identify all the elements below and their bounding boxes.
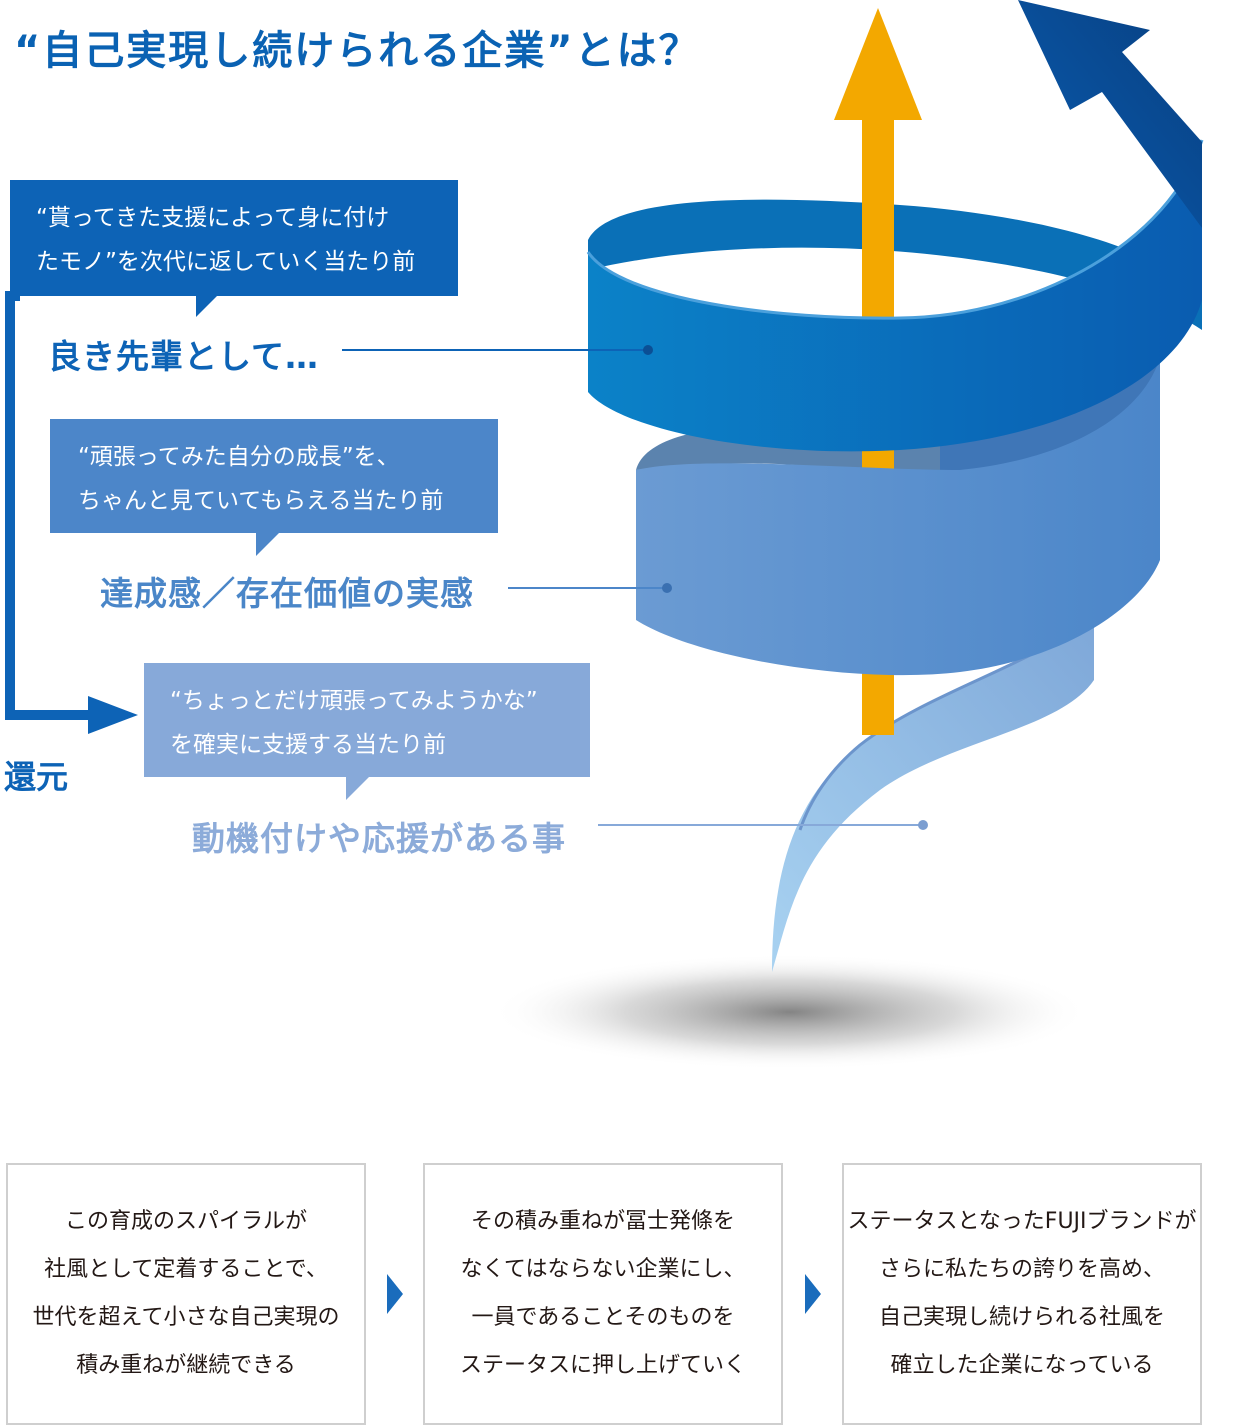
growth-arrow-head — [834, 8, 922, 120]
flow-box-line: その積み重ねが冨士発條を — [470, 1209, 735, 1234]
flow-box-line: 社風として定着することで、 — [44, 1257, 328, 1282]
lower-ribbon — [772, 612, 1094, 972]
next-arrow-icon — [805, 1274, 821, 1314]
stage-label-achievement: 達成感／存在価値の実感 — [100, 574, 474, 613]
return-label: 還元 — [4, 758, 69, 796]
quote-line: “頑張ってみた自分の成長”を、 — [78, 444, 400, 470]
flow-box-line: さらに私たちの誇りを高め、 — [878, 1257, 1165, 1282]
quote-line: ちゃんと見ていてもらえる当たり前 — [78, 488, 444, 514]
return-arrow-head — [88, 696, 138, 734]
leader-dot-1 — [643, 345, 653, 355]
flow-box-line: 確立した企業になっている — [890, 1353, 1154, 1378]
flow-box-line: この育成のスパイラルが — [64, 1209, 307, 1234]
bubble-tail — [196, 295, 218, 317]
quote-bubble-senior: “貰ってきた支援によって身に付け たモノ”を次代に返していく当たり前 — [10, 180, 458, 296]
bubble-tail — [346, 776, 370, 800]
stage-label-motivation: 動機付けや応援がある事 — [192, 819, 566, 858]
ground-shadow — [490, 954, 1090, 1070]
page-title: “自己実現し続けられる企業”とは？ — [14, 28, 701, 74]
top-band — [588, 140, 1202, 452]
stage-label-senior: 良き先輩として… — [48, 337, 320, 376]
flow-box-line: ステータスとなったFUJIブランドが — [847, 1209, 1197, 1234]
flow-box-line: 一員であることそのものを — [471, 1305, 735, 1330]
middle-band — [636, 358, 1160, 676]
quote-line: “ちょっとだけ頑張ってみようかな” — [170, 688, 538, 714]
flow-box-line: ステータスに押し上げていく — [459, 1353, 746, 1378]
flow-box-line: なくてはならない企業にし、 — [460, 1257, 746, 1282]
flow-box-1: この育成のスパイラルが 社風として定着することで、 世代を超えて小さな自己実現の… — [6, 1163, 366, 1425]
spiral-arrow-head — [1018, 0, 1202, 228]
flow-box-3: ステータスとなったFUJIブランドが さらに私たちの誇りを高め、 自己実現し続け… — [842, 1163, 1202, 1425]
quote-line: “貰ってきた支援によって身に付け — [36, 205, 390, 231]
return-arrow-line — [5, 291, 95, 720]
flow-box-line: 自己実現し続けられる社風を — [878, 1305, 1165, 1330]
flow-box-line: 世代を超えて小さな自己実現の — [32, 1305, 340, 1330]
top-band-interior — [588, 199, 1202, 330]
quote-bubble-growth: “頑張ってみた自分の成長”を、 ちゃんと見ていてもらえる当たり前 — [50, 419, 498, 533]
leader-dot-2 — [662, 583, 672, 593]
quote-bubble-motivation: “ちょっとだけ頑張ってみようかな” を確実に支援する当たり前 — [144, 663, 590, 777]
flow-box-line: 積み重ねが継続できる — [76, 1353, 296, 1378]
leader-dot-3 — [918, 820, 928, 830]
quote-line: を確実に支援する当たり前 — [170, 732, 446, 758]
quote-line: たモノ”を次代に返していく当たり前 — [36, 249, 416, 275]
top-band-edge — [586, 139, 1204, 320]
flow-box-2: その積み重ねが冨士発條を なくてはならない企業にし、 一員であることそのものを … — [423, 1163, 783, 1425]
next-arrow-icon — [387, 1274, 403, 1314]
bubble-tail — [256, 532, 280, 556]
